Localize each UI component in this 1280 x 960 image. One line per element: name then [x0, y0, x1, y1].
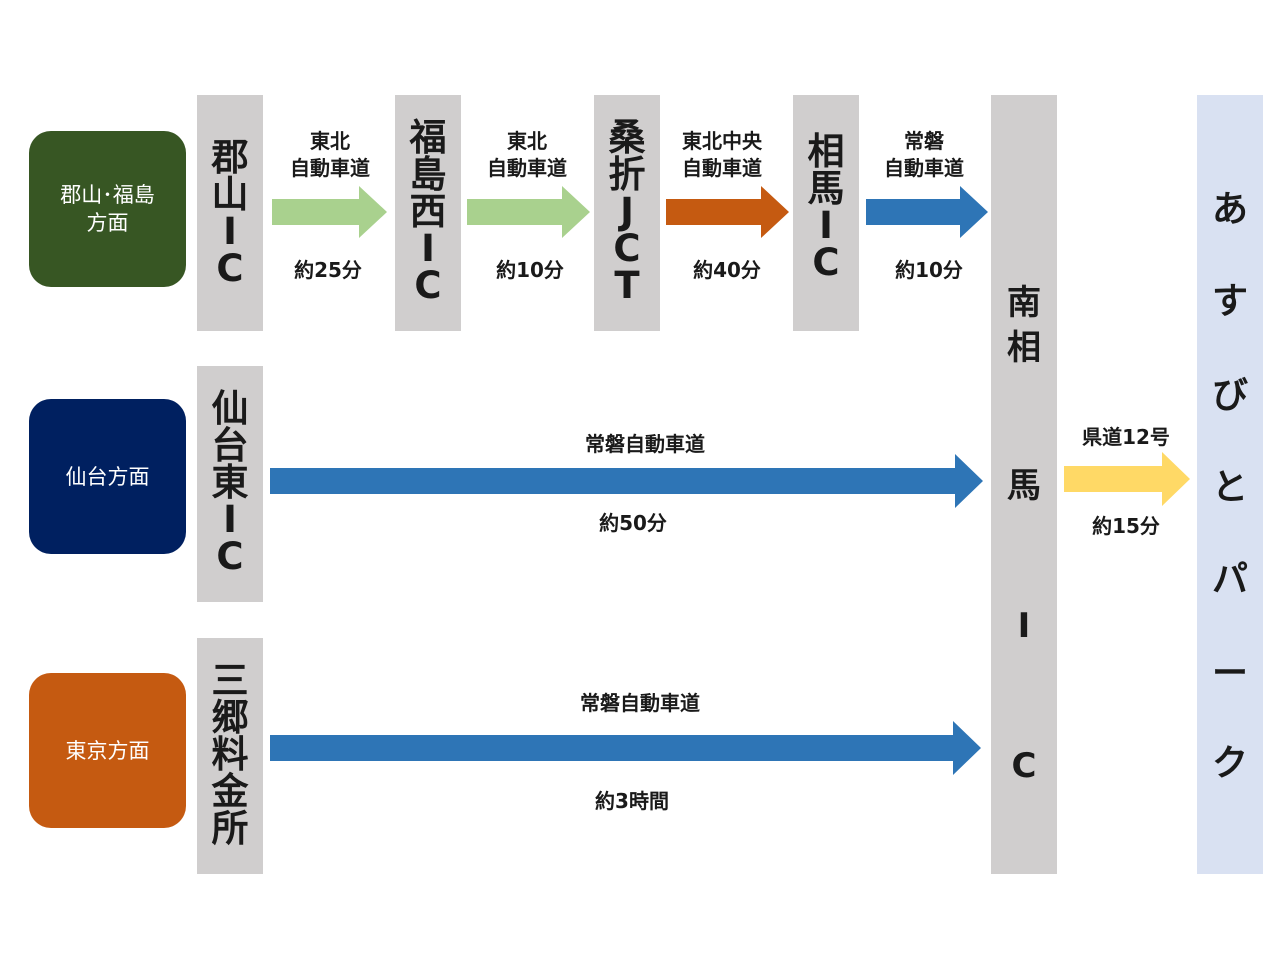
node-char: 馬	[1007, 466, 1041, 506]
time-label-sendai: 約50分	[599, 511, 667, 535]
node-char: I	[819, 204, 833, 247]
node-char: 仙	[211, 387, 249, 430]
node-char: 台	[211, 424, 249, 467]
time-label-prefectural: 約15分	[1092, 514, 1160, 538]
origin-sendai: 仙台方面	[29, 399, 186, 554]
road-label-seg2: 東北 自動車道	[487, 129, 567, 180]
node-char: C	[1011, 746, 1037, 786]
destination-char: び	[1211, 375, 1248, 416]
time-label-seg2: 約10分	[496, 258, 564, 282]
node-char: 相	[1007, 328, 1041, 368]
node-char: 福	[409, 116, 447, 159]
node-char: 馬	[807, 167, 845, 210]
node-char: 折	[608, 153, 646, 196]
arrow-prefectural-road	[1064, 452, 1190, 506]
time-label-tokyo: 約3時間	[595, 789, 669, 813]
road-label-seg4: 常磐 自動車道	[884, 129, 964, 180]
destination-char: あ	[1211, 189, 1248, 230]
node-char: I	[421, 227, 435, 270]
destination-char: と	[1211, 467, 1248, 508]
node-kuwaori-jct: 桑 折 J C T	[594, 95, 660, 331]
node-misato-tollgate: 三 郷 料 金 所	[197, 638, 263, 874]
node-char: C	[613, 227, 641, 270]
time-label-seg3: 約40分	[693, 258, 761, 282]
node-char: 相	[807, 130, 845, 173]
node-char: 島	[409, 153, 447, 196]
destination-char: す	[1211, 281, 1248, 322]
node-char: J	[620, 190, 634, 233]
road-label-seg1: 東北 自動車道	[290, 129, 370, 180]
node-char: I	[223, 210, 237, 253]
node-char: 西	[409, 190, 447, 233]
node-char: 山	[211, 173, 249, 216]
node-char: C	[812, 241, 840, 284]
node-char: C	[216, 535, 244, 578]
node-char: 郡	[211, 136, 249, 179]
node-koriyama-ic: 郡 山 I C	[197, 95, 263, 331]
node-char: I	[1017, 606, 1031, 646]
node-char: C	[414, 264, 442, 307]
node-char: 郷	[211, 696, 249, 739]
arrow-tohoku-2	[467, 186, 590, 238]
node-char: I	[223, 498, 237, 541]
time-label-seg1: 約25分	[294, 258, 362, 282]
road-label-tokyo: 常磐自動車道	[580, 691, 700, 715]
road-label-sendai: 常磐自動車道	[585, 432, 705, 456]
node-sendai-higashi-ic: 仙 台 東 I C	[197, 366, 263, 602]
road-label-seg3: 東北中央 自動車道	[682, 129, 762, 180]
arrow-joban-sendai	[270, 454, 983, 508]
origin-tokyo: 東京方面	[29, 673, 186, 828]
destination-char: パ	[1211, 559, 1248, 600]
node-soma-ic: 相 馬 I C	[793, 95, 859, 331]
destination-char: ー	[1211, 653, 1248, 694]
arrow-tohoku-1	[272, 186, 387, 238]
arrow-tohoku-chuo	[666, 186, 789, 238]
arrow-joban-tokyo	[270, 721, 981, 775]
node-char: 東	[211, 461, 249, 504]
node-char: 桑	[608, 116, 646, 159]
origin-koriyama-fukushima: 郡山･福島 方面	[29, 131, 186, 287]
node-minami-soma-ic: 南 相 馬 I C	[991, 95, 1057, 874]
node-char: 料	[211, 733, 249, 776]
node-char: 南	[1007, 283, 1041, 323]
node-char: 金	[211, 770, 249, 813]
node-fukushima-nishi-ic: 福 島 西 I C	[395, 95, 461, 331]
road-label-prefectural: 県道12号	[1082, 425, 1170, 449]
time-label-seg4: 約10分	[895, 258, 963, 282]
destination-asubi-park: あ す び と パ ー ク	[1197, 95, 1263, 874]
node-char: C	[216, 247, 244, 290]
node-char: T	[614, 264, 640, 307]
node-char: 所	[211, 807, 249, 850]
node-char: 三	[211, 659, 249, 702]
arrow-joban-soma	[866, 186, 988, 238]
destination-char: ク	[1211, 743, 1248, 784]
